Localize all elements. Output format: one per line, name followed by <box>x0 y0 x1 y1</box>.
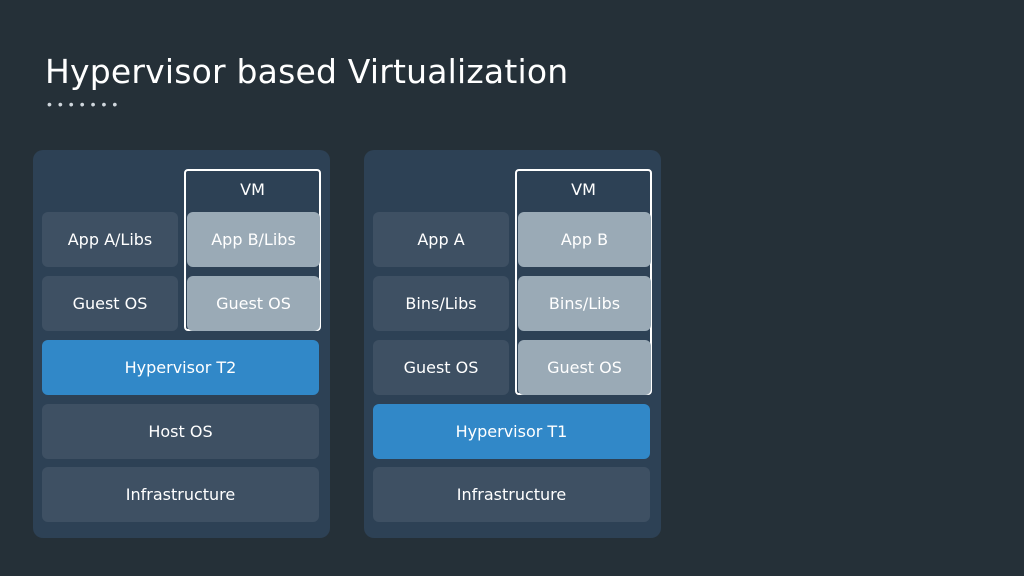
right-guest-os-1-block: Guest OS <box>373 340 509 395</box>
right-app-b-block: App B <box>518 212 651 267</box>
right-infrastructure-block: Infrastructure <box>373 467 650 522</box>
left-infrastructure-block: Infrastructure <box>42 467 319 522</box>
left-vm-label: VM <box>240 180 265 199</box>
slide-title: Hypervisor based Virtualization <box>45 52 569 91</box>
title-underline-dots: ••••••• <box>47 96 124 112</box>
left-app-a-block: App A/Libs <box>42 212 178 267</box>
left-app-b-block: App B/Libs <box>187 212 320 267</box>
left-hypervisor-block: Hypervisor T2 <box>42 340 319 395</box>
right-bins-libs-2-block: Bins/Libs <box>518 276 651 331</box>
right-guest-os-2-block: Guest OS <box>518 340 651 395</box>
left-guest-os-1-block: Guest OS <box>42 276 178 331</box>
left-host-os-block: Host OS <box>42 404 319 459</box>
left-guest-os-2-block: Guest OS <box>187 276 320 331</box>
right-bins-libs-1-block: Bins/Libs <box>373 276 509 331</box>
right-hypervisor-block: Hypervisor T1 <box>373 404 650 459</box>
right-app-a-block: App A <box>373 212 509 267</box>
right-vm-label: VM <box>571 180 596 199</box>
